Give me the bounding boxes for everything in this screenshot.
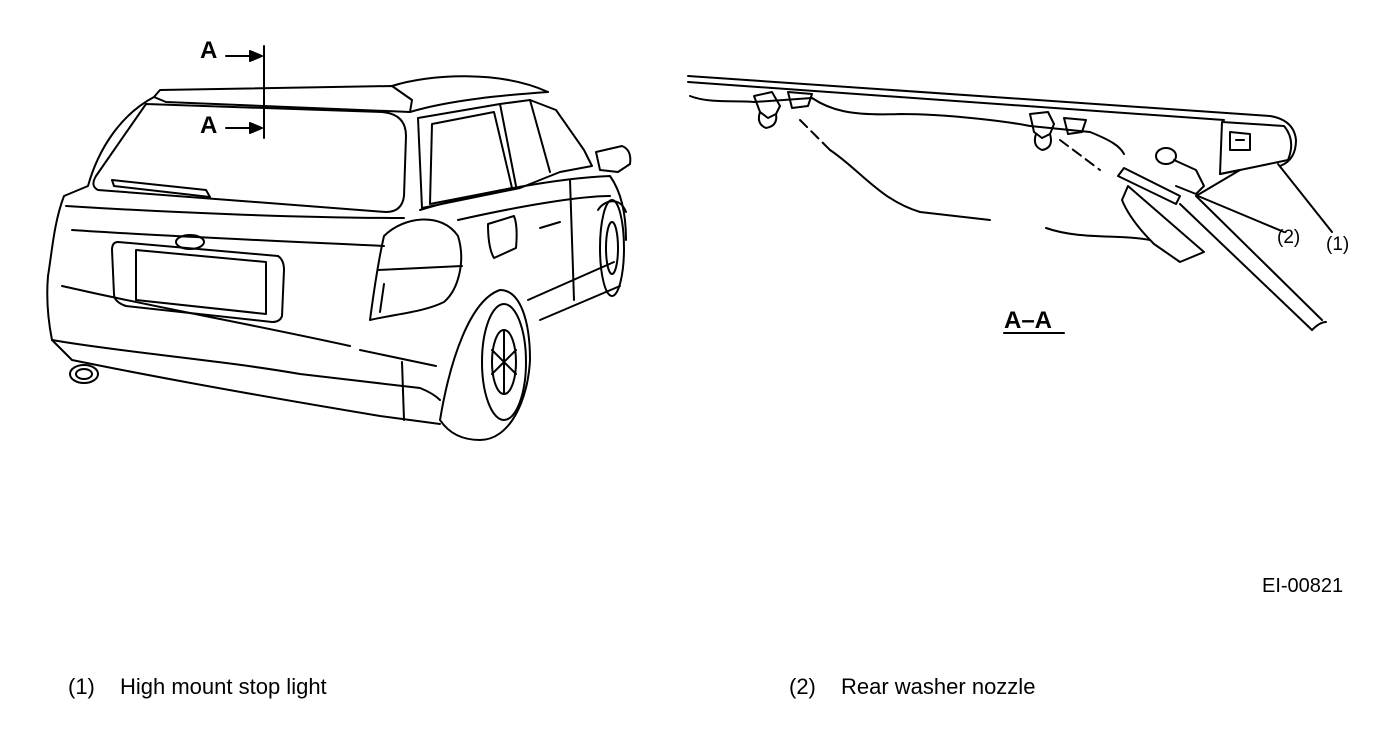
section-line-a xyxy=(225,45,265,139)
figure-id: EI-00821 xyxy=(1262,575,1343,597)
side-mirror xyxy=(595,145,632,173)
callout-1: (1) xyxy=(1326,234,1349,255)
fuel-door xyxy=(487,215,518,259)
rear-bumper xyxy=(46,275,441,401)
callout-2: (2) xyxy=(1277,227,1300,248)
rear-window xyxy=(92,103,407,213)
side-windows xyxy=(417,99,593,209)
washer-nozzle xyxy=(1155,147,1177,165)
rear-wheel xyxy=(481,303,527,421)
stop-light-housing xyxy=(1219,121,1293,175)
section-a-a-illustration xyxy=(687,75,1333,331)
legend-text-2: Rear washer nozzle xyxy=(841,674,1036,699)
front-wheel xyxy=(599,199,625,297)
license-plate-recess xyxy=(111,241,285,323)
rear-wiper xyxy=(111,179,211,198)
legend-number-2: (2) xyxy=(789,674,816,699)
washer-hose xyxy=(1121,185,1205,263)
section-marker-top: A xyxy=(200,37,217,64)
legend-text-1: High mount stop light xyxy=(120,674,327,699)
legend-item-1: (1) High mount stop light xyxy=(68,674,327,700)
legend-number-1: (1) xyxy=(68,674,95,699)
legend-item-2: (2) Rear washer nozzle xyxy=(789,674,1035,700)
rear-gate-panel xyxy=(1195,195,1323,321)
exhaust-tip xyxy=(69,364,99,384)
taillight xyxy=(369,218,463,321)
section-title: A–A xyxy=(1004,307,1052,334)
car-rear-illustration xyxy=(46,75,632,441)
section-marker-bottom: A xyxy=(200,112,217,139)
